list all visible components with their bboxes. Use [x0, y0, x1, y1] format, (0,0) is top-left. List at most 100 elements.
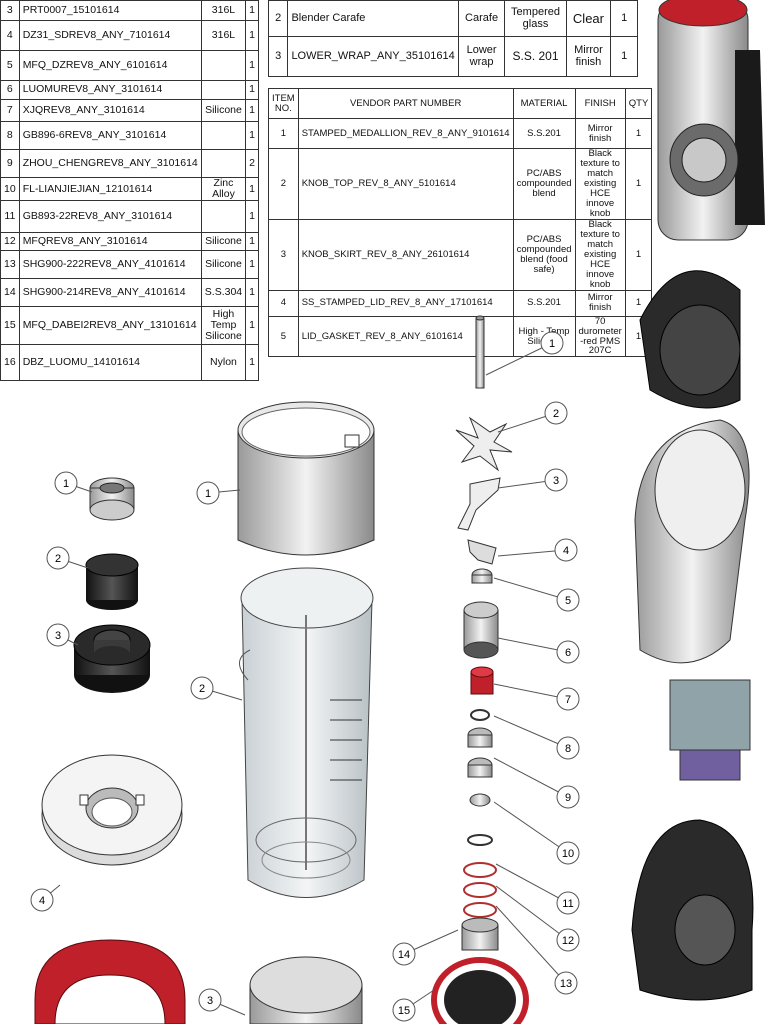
item-no: 14	[0, 278, 20, 308]
callout-lid-4: 4	[30, 884, 61, 912]
callout-lid-3: 3	[46, 623, 79, 647]
blade-bearings	[467, 709, 493, 846]
item-no: 8	[0, 121, 20, 150]
motor-housing-body	[634, 419, 750, 664]
lid-medallion	[89, 477, 135, 521]
callout-blade-10: 10	[493, 801, 580, 865]
part-name: Carafe	[457, 0, 506, 37]
qty: 1	[245, 20, 259, 51]
carafe-lower-wrap	[237, 401, 375, 556]
callout-label: 6	[565, 647, 571, 659]
callout-carafe-1: 1	[196, 481, 241, 505]
motor-housing-top	[639, 270, 741, 409]
qty: 1	[610, 36, 638, 77]
callout-blade-7: 7	[493, 683, 580, 711]
callout-label: 8	[565, 743, 571, 755]
qty: 1	[245, 50, 259, 81]
motor-unit	[669, 679, 751, 781]
item-no: 11	[0, 200, 20, 234]
header-item-no: ITEM NO.	[268, 88, 299, 119]
qty: 1	[245, 99, 259, 122]
item-no: 15	[0, 306, 20, 346]
finish: Mirror finish	[574, 118, 626, 149]
material: Silicone	[200, 99, 247, 122]
blade-base-nut	[461, 917, 499, 951]
qty: 1	[624, 148, 653, 220]
callout-blade-2: 2	[497, 401, 568, 433]
callout-label: 15	[398, 1005, 410, 1017]
material	[200, 149, 247, 178]
item-no: 10	[0, 176, 20, 202]
part-number: DBZ_LUOMU_14101614	[18, 344, 202, 382]
qty: 1	[610, 0, 638, 37]
table-row: 3 LOWER_WRAP_ANY_35101614 Lower wrap S.S…	[267, 36, 638, 77]
part-number: DZ31_SDREV8_ANY_7101614	[18, 20, 202, 51]
material	[200, 121, 247, 150]
callout-label: 7	[565, 694, 571, 706]
callout-label: 4	[563, 545, 569, 557]
callout-blade-13: 13	[495, 905, 578, 995]
header-finish: FINISH	[574, 88, 626, 119]
callout-blade-8: 8	[493, 715, 580, 760]
item-no: 2	[267, 0, 289, 37]
blade-cross	[455, 416, 513, 472]
part-number: SS_STAMPED_LID_REV_8_ANY_17101614	[297, 289, 514, 317]
table-header-row: ITEM NO. VENDOR PART NUMBER MATERIAL FIN…	[268, 88, 653, 119]
carafe-jar	[239, 567, 374, 898]
material: 316L	[200, 0, 247, 21]
blade-hub	[463, 601, 499, 659]
lid-knob-skirt	[73, 624, 151, 693]
qty: 1	[245, 306, 259, 346]
callout-blade-12: 12	[495, 885, 580, 952]
item-no: 5	[0, 50, 20, 81]
parts-table-top: 2 Blender Carafe Carafe Tempered glass C…	[267, 0, 638, 77]
motor-base-plate	[631, 819, 754, 1001]
lid-knob-top	[85, 553, 139, 610]
qty: 1	[624, 289, 653, 317]
qty: 1	[245, 232, 259, 252]
item-no: 3	[268, 218, 299, 291]
item-no: 12	[0, 232, 20, 252]
callout-blade-11: 11	[495, 863, 580, 915]
qty: 1	[245, 278, 259, 308]
part-number: GB896-6REV8_ANY_3101614	[18, 121, 202, 150]
callout-label: 5	[565, 595, 571, 607]
material	[200, 50, 247, 81]
item-no: 1	[268, 118, 299, 149]
callout-label: 10	[562, 848, 574, 860]
qty: 2	[245, 149, 259, 178]
qty: 1	[624, 118, 653, 149]
qty: 1	[245, 0, 259, 21]
callout-lid-2: 2	[46, 546, 89, 570]
carafe-base-ring	[249, 956, 363, 1024]
qty: 1	[245, 250, 259, 280]
callout-carafe-2: 2	[190, 676, 243, 701]
blade-lower	[457, 477, 501, 565]
item-no: 7	[0, 99, 20, 122]
qty: 1	[245, 176, 259, 202]
callout-carafe-3: 3	[198, 988, 246, 1016]
header-qty: QTY	[624, 88, 653, 119]
callout-label: 3	[553, 475, 559, 487]
item-no: 3	[267, 36, 289, 77]
item-no: 4	[0, 20, 20, 51]
material: High - Temp Silicone	[512, 315, 576, 358]
callout-label: 3	[207, 995, 213, 1007]
material: Silicone	[200, 232, 247, 252]
finish: Black texture to match existing HCE inno…	[574, 148, 626, 220]
material	[200, 80, 247, 100]
callout-blade-5: 5	[493, 577, 580, 612]
part-number: SHG900-214REV8_ANY_4101614	[18, 278, 202, 308]
callout-label: 3	[55, 630, 61, 642]
part-name: Lower wrap	[457, 36, 506, 77]
part-number: MFQREV8_ANY_3101614	[18, 232, 202, 252]
